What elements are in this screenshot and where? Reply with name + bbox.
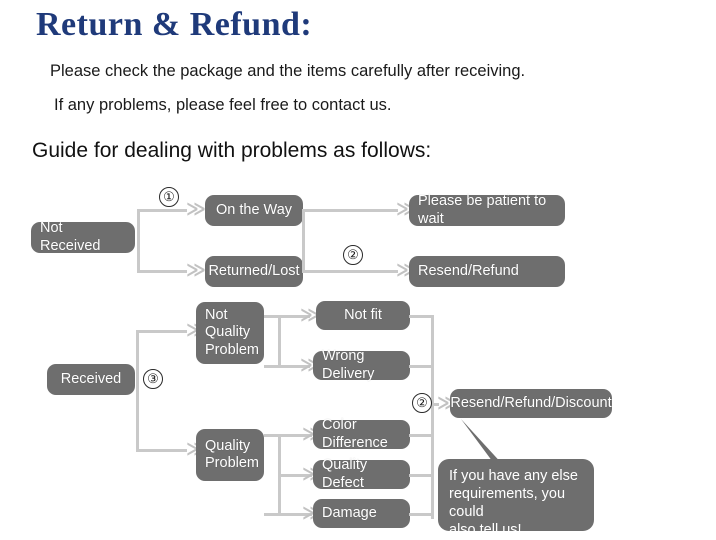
connector-qp-mid xyxy=(278,474,312,477)
connector-not-received-bottom xyxy=(137,270,187,273)
connector-not-received-vertical xyxy=(137,209,140,273)
connector-top-right-vertical xyxy=(302,209,305,273)
node-not-received: Not Received xyxy=(31,220,135,254)
intro-line-2: If any problems, please feel free to con… xyxy=(54,96,392,114)
marker-two-bottom: ② xyxy=(412,393,432,413)
node-resend-refund-discount: Resend/Refund/Discount xyxy=(450,389,612,418)
connector-nqp-bottom xyxy=(264,365,310,368)
node-damage: Damage xyxy=(313,499,410,528)
connector-received-vertical xyxy=(136,330,139,452)
arrow-to-returned-lost: ≫ xyxy=(186,259,206,281)
connector-qp-top xyxy=(264,434,312,437)
intro-line-1: Please check the package and the items c… xyxy=(50,62,526,80)
connector-nqp-vertical xyxy=(278,315,281,367)
node-resend-refund: Resend/Refund xyxy=(409,256,565,287)
node-returned-lost: Returned/Lost xyxy=(205,256,303,287)
connector-on-the-way-out xyxy=(302,209,398,212)
node-received: Received xyxy=(47,364,135,395)
node-not-quality-problem: Not Quality Problem xyxy=(196,302,264,364)
guide-heading: Guide for dealing with problems as follo… xyxy=(32,139,432,162)
connector-collect-not-fit xyxy=(409,315,434,318)
marker-one: ① xyxy=(159,187,179,207)
connector-nqp-top xyxy=(264,315,310,318)
marker-three: ③ xyxy=(143,369,163,389)
arrow-to-on-the-way: ≫ xyxy=(186,198,206,220)
connector-collect-color-difference xyxy=(409,434,434,437)
marker-two-top: ② xyxy=(343,245,363,265)
connector-qp-bottom xyxy=(264,513,312,516)
connector-received-top xyxy=(136,330,187,333)
node-quality-defect: Quality Defect xyxy=(313,457,410,491)
connector-collector-vertical xyxy=(431,315,434,519)
connector-collect-damage xyxy=(409,513,434,516)
node-not-fit: Not fit xyxy=(316,301,410,330)
connector-collect-wrong-delivery xyxy=(409,365,434,368)
arrow-to-not-fit: ≫ xyxy=(300,304,320,326)
node-wrong-delivery: Wrong Delivery xyxy=(313,348,410,382)
connector-returned-lost-out xyxy=(302,270,398,273)
connector-collector-out xyxy=(431,403,439,406)
bubble-note: If you have any else requirements, you c… xyxy=(438,459,594,538)
node-please-be-patient: Please be patient to wait xyxy=(409,193,565,227)
node-color-difference: Color Difference xyxy=(313,417,410,451)
node-quality-problem: Quality Problem xyxy=(196,429,264,481)
connector-received-bottom xyxy=(136,449,187,452)
page-title: Return & Refund: xyxy=(36,6,313,43)
connector-collect-quality-defect xyxy=(409,474,434,477)
connector-not-received-top xyxy=(137,209,187,212)
node-on-the-way: On the Way xyxy=(205,195,303,226)
